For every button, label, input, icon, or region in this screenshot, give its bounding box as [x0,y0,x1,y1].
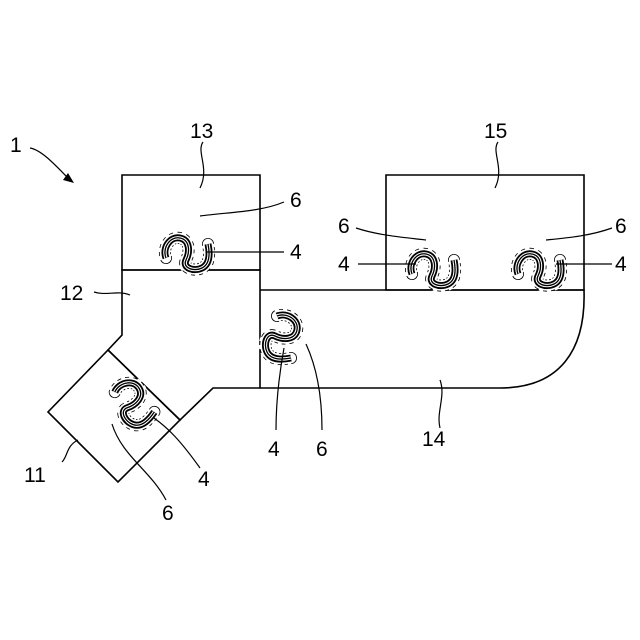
label-joint-b-seal: 6 [316,438,328,461]
label-joint-b-fold: 4 [268,438,280,461]
leader-13 [200,142,204,188]
label-joint-e-fold: 4 [615,253,627,276]
leader-11 [62,440,78,462]
leader-a-6 [200,202,284,216]
part-11-outline [48,350,180,482]
label-part-12: 12 [60,282,83,305]
leader-1 [30,148,70,180]
joint-15-14-right [517,254,561,286]
leader-15 [495,142,499,188]
joint-11-12 [106,377,160,431]
label-joint-a-seal: 6 [290,189,302,212]
leader-c-4 [154,418,200,468]
leader-b-6 [306,344,322,430]
label-part-15: 15 [484,120,507,143]
label-joint-c-seal: 6 [162,502,174,525]
label-joint-d-seal: 6 [338,215,350,238]
part-14-outline [260,290,584,388]
label-part-14: 14 [422,428,446,451]
joint-15-14-left [411,254,455,286]
label-joint-a-fold: 4 [290,241,302,264]
leader-12 [94,292,130,295]
label-joint-d-fold: 4 [338,253,350,276]
joint-12-14 [265,315,297,359]
part-12-outline [108,270,260,420]
label-joint-e-seal: 6 [615,215,627,238]
joint-13-12 [165,238,209,270]
leader-e-6 [546,228,612,240]
label-part-11: 11 [24,464,46,487]
label-assembly: 1 [10,134,22,157]
label-joint-c-fold: 4 [198,468,210,491]
leader-d-6 [356,228,426,240]
label-part-13: 13 [190,120,213,143]
